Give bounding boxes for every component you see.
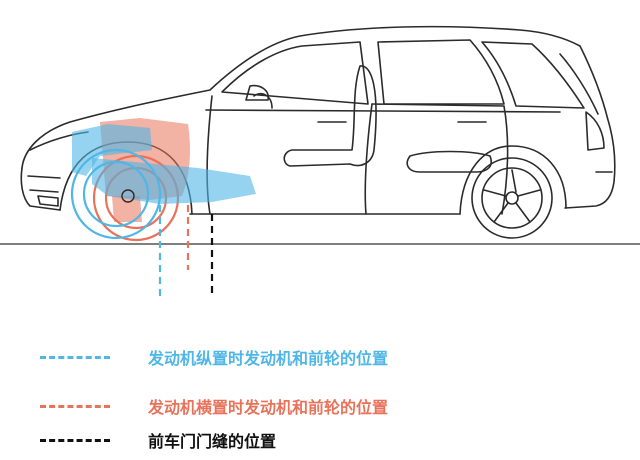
legend-swatch-door-gap [40, 438, 110, 442]
legend-label-longitudinal: 发动机纵置时发动机和前轮的位置 [148, 349, 389, 368]
legend-swatch-transverse [40, 404, 110, 408]
legend-item-transverse: 发动机横置时发动机和前轮的位置 [40, 391, 388, 421]
legend-item-door-gap: 前车门门缝的位置 [40, 425, 276, 455]
front-wheel-hub [121, 189, 135, 203]
legend-label-door-gap: 前车门门缝的位置 [148, 432, 277, 451]
legend-label-transverse: 发动机横置时发动机和前轮的位置 [148, 398, 389, 417]
car-side-outline-icon [20, 25, 616, 239]
longitudinal-front-wheel [70, 148, 162, 240]
legend-item-longitudinal: 发动机纵置时发动机和前轮的位置 [40, 342, 388, 372]
legend-swatch-longitudinal [40, 355, 110, 359]
